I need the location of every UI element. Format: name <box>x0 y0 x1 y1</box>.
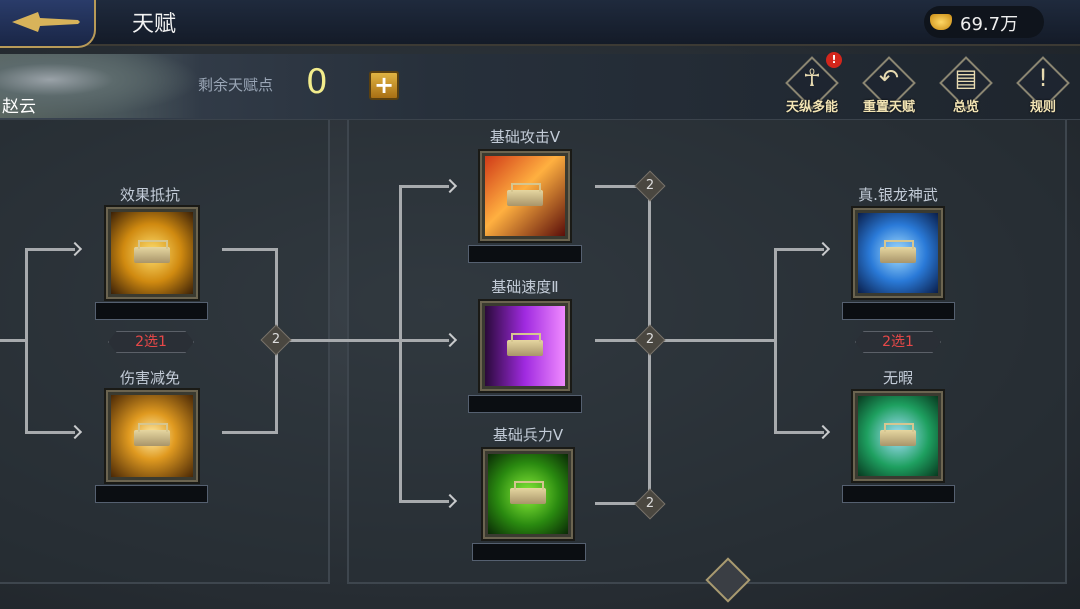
connector <box>774 249 777 434</box>
connector <box>276 339 402 342</box>
talent-level-bar <box>472 543 586 561</box>
chest-icon <box>880 423 916 446</box>
reset-talent-button[interactable]: ↶重置天赋 <box>854 56 924 116</box>
connector <box>222 431 278 434</box>
talent-level-bar <box>468 245 582 263</box>
remaining-points: 0 <box>306 62 328 102</box>
talent-label: 基础速度Ⅱ <box>491 278 559 296</box>
chest-icon <box>510 481 546 504</box>
connector <box>399 186 402 502</box>
page-title: 天赋 <box>132 12 177 37</box>
add-points-button[interactable]: + <box>369 71 399 100</box>
talent-basic-speed[interactable] <box>480 301 570 391</box>
requirement-count: 2 <box>645 496 655 511</box>
talent-label: 基础兵力Ⅴ <box>492 426 564 444</box>
chest-icon <box>507 183 543 206</box>
talent-label: 基础攻击Ⅴ <box>489 128 561 146</box>
talent-label: 无暇 <box>882 369 913 387</box>
back-button[interactable] <box>0 0 96 48</box>
talent-level-bar <box>842 485 955 503</box>
choose-one-badge: 2选1 <box>855 331 941 353</box>
talent-level-bar <box>95 485 208 503</box>
chest-icon <box>134 423 170 446</box>
talent-damage-reduction[interactable] <box>106 390 198 482</box>
talent-basic-troops[interactable] <box>483 449 573 539</box>
talent-flawless[interactable] <box>853 391 943 481</box>
currency-amount: 69.7万 <box>960 14 1019 35</box>
versatile-button[interactable]: ☥天纵多能 <box>777 56 847 116</box>
connector <box>25 431 75 434</box>
overview-document-icon: ▤ <box>954 64 978 92</box>
connector <box>0 339 26 342</box>
connector <box>595 185 651 188</box>
requirement-count: 2 <box>645 332 655 347</box>
rules-button[interactable]: !规则 <box>1008 56 1078 116</box>
hero-portrait <box>0 54 200 118</box>
exclamation-icon: ! <box>1038 64 1048 92</box>
top-bar <box>0 0 1080 46</box>
reset-arrow-icon: ↶ <box>878 64 900 92</box>
alert-badge: ! <box>826 52 842 68</box>
gold-ingot-icon <box>930 14 952 30</box>
connector <box>595 339 651 342</box>
talent-label: 真.银龙神武 <box>858 186 938 204</box>
talent-level-bar <box>95 302 208 320</box>
chest-icon <box>134 240 170 263</box>
talent-basic-attack[interactable] <box>480 151 570 241</box>
talent-label: 效果抵抗 <box>119 186 180 204</box>
talent-level-bar <box>842 302 955 320</box>
connector <box>399 339 449 342</box>
connector <box>774 248 824 251</box>
requirement-count: 2 <box>271 332 281 347</box>
talent-effect-resist[interactable] <box>106 207 198 299</box>
back-arrow-icon <box>12 12 80 32</box>
connector <box>774 431 824 434</box>
connector <box>222 248 278 251</box>
connector <box>25 248 75 251</box>
overview-button[interactable]: ▤总览 <box>931 56 1001 116</box>
talent-silver-dragon[interactable] <box>853 208 943 298</box>
currency-display: 69.7万 <box>924 6 1044 38</box>
connector <box>399 185 449 188</box>
hero-name: 赵云 <box>2 97 36 117</box>
chest-icon <box>880 240 916 263</box>
connector <box>595 502 651 505</box>
chest-icon <box>507 333 543 356</box>
talent-level-bar <box>468 395 582 413</box>
talent-label: 伤害减免 <box>119 369 180 387</box>
connector <box>399 500 449 503</box>
connector <box>25 249 28 434</box>
choose-one-badge: 2选1 <box>108 331 194 353</box>
connector <box>650 339 777 342</box>
muscle-figure-icon: ☥ <box>803 64 821 92</box>
requirement-count: 2 <box>645 178 655 193</box>
remaining-points-label: 剩余天赋点 <box>198 76 274 94</box>
